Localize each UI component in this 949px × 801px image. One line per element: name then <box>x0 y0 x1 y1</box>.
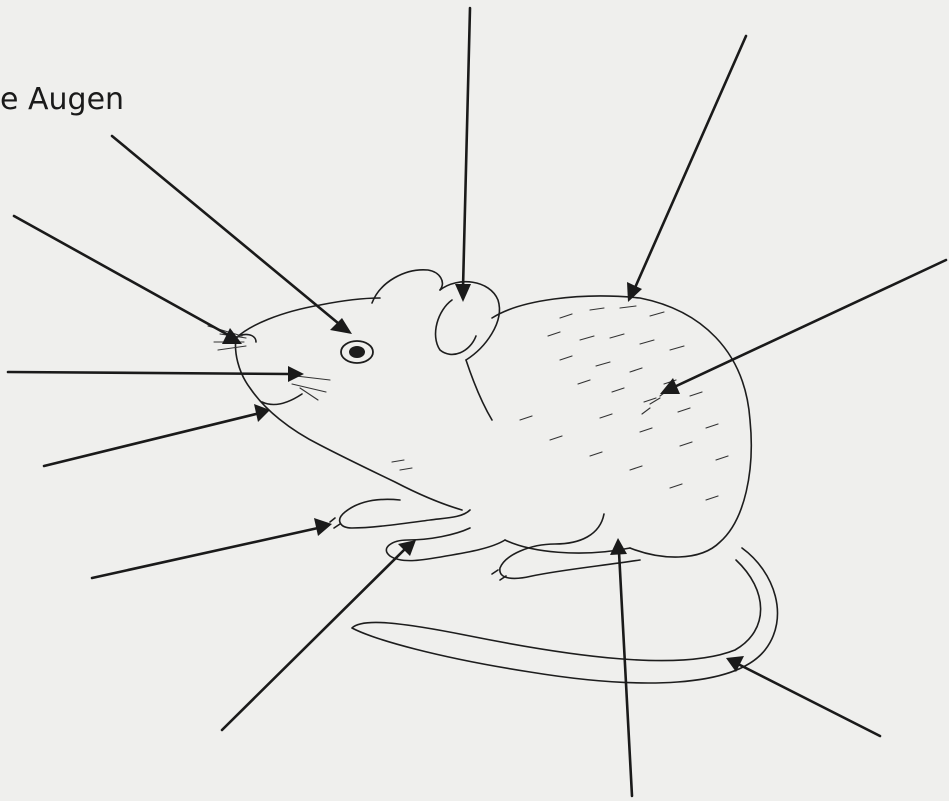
arrow-whiskers <box>8 366 304 382</box>
arrow-eye <box>112 136 352 334</box>
mouse-drawing-icon <box>208 270 777 683</box>
arrow-front-paw <box>92 518 332 578</box>
arrow-fur <box>660 260 946 394</box>
arrow-paw-2 <box>222 540 416 730</box>
mouse-fur <box>392 306 728 500</box>
arrow-nose <box>14 216 242 344</box>
mouse-front-leg-1 <box>340 499 470 528</box>
arrows <box>8 8 946 796</box>
mouse-ear-front <box>436 282 500 360</box>
arrow-ear <box>455 8 471 302</box>
arrow-belly <box>610 538 632 796</box>
arrow-back <box>627 36 746 302</box>
mouse-head-outline <box>236 338 462 510</box>
mouse-ear-back <box>372 270 442 303</box>
mouse-tail <box>352 548 777 683</box>
arrow-mouth <box>44 404 270 466</box>
arrow-tail <box>726 656 880 736</box>
